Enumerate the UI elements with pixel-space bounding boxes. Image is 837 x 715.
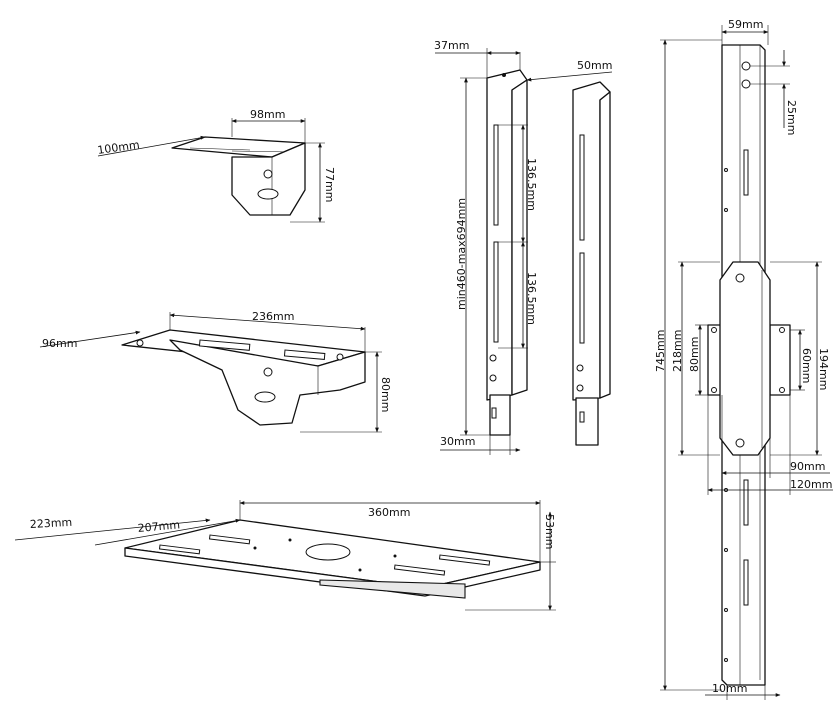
dim-120mm: 120mm (790, 478, 832, 491)
pole-dimensions: 59mm 25mm 745mm 218mm 80mm 60mm 194mm 90… (654, 18, 833, 700)
dim-80mm-bracket: 80mm (379, 377, 392, 412)
dim-218mm: 218mm (671, 330, 684, 372)
mounting-plate (707, 261, 791, 456)
dim-96mm: 96mm (42, 337, 77, 350)
dim-223mm: 223mm (29, 516, 72, 531)
extension-arm-left-dimensions: 37mm 50mm min460-max694mm 136.5mm 136.5m… (434, 39, 612, 455)
dim-360mm: 360mm (368, 506, 410, 519)
dim-136-5mm-upper: 136.5mm (525, 158, 538, 211)
dim-range: min460-max694mm (455, 198, 468, 310)
medium-bracket (121, 329, 366, 426)
dim-136-5mm-lower: 136.5mm (525, 272, 538, 325)
dim-59mm: 59mm (728, 18, 763, 31)
dim-25mm: 25mm (785, 100, 798, 135)
dim-207mm: 207mm (137, 518, 180, 535)
dim-50mm: 50mm (577, 59, 612, 72)
dim-80mm-plate: 80mm (688, 337, 701, 372)
dim-745mm: 745mm (654, 330, 667, 372)
dim-98mm: 98mm (250, 108, 285, 121)
dim-60mm: 60mm (800, 348, 813, 383)
dim-53mm: 53mm (543, 514, 556, 549)
extension-arm-right (572, 81, 611, 446)
shelf-dimensions: 360mm 223mm 207mm 53mm (14, 500, 556, 611)
dim-37mm: 37mm (434, 39, 469, 52)
medium-bracket-dimensions: 236mm 96mm 80mm (39, 310, 392, 433)
dim-30mm: 30mm (440, 435, 475, 448)
small-bracket-dimensions: 98mm 100mm 77mm (97, 108, 336, 223)
dim-90mm: 90mm (790, 460, 825, 473)
dim-77mm: 77mm (323, 167, 336, 202)
dim-194mm: 194mm (817, 348, 830, 390)
dim-100mm: 100mm (97, 138, 141, 157)
dim-236mm: 236mm (252, 310, 294, 323)
dim-10mm: 10mm (712, 682, 747, 695)
small-bracket (171, 136, 306, 216)
shelf-plate (124, 519, 541, 599)
